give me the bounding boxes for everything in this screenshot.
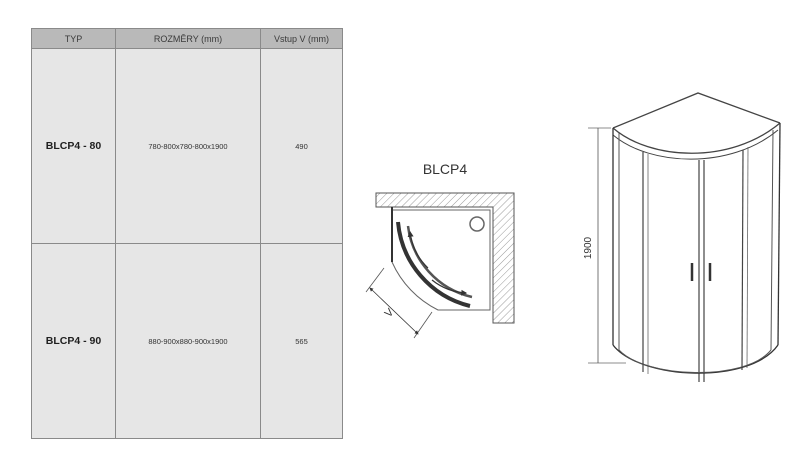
base-outer <box>612 344 779 374</box>
roof-rim-outer <box>612 122 781 154</box>
frame-right-inner <box>770 129 774 351</box>
entry-label: V <box>383 306 397 320</box>
dimension-ext-1 <box>365 267 385 293</box>
base-inner <box>618 349 772 373</box>
cell-entry: 490 <box>260 48 343 244</box>
dimension-ext-2 <box>413 311 433 339</box>
spec-table: TYP ROZMĚRY (mm) Vstup V (mm) BLCP4 - 80… <box>31 28 343 439</box>
elevation-drawing: 1900 <box>583 92 781 382</box>
header-typ: TYP <box>31 28 116 49</box>
plan-title: BLCP4 <box>423 161 468 177</box>
cell-dimensions: 880-900x880-900x1900 <box>115 243 261 439</box>
floor-plan-drawing: BLCP4 V <box>365 161 515 339</box>
dimension-line-v <box>369 287 419 335</box>
frame-right-outer <box>777 122 781 346</box>
cell-typ: BLCP4 - 90 <box>31 243 116 439</box>
drain-icon <box>469 216 485 232</box>
door-arrow-upper <box>407 230 429 269</box>
table-header-row: TYP ROZMĚRY (mm) Vstup V (mm) <box>31 28 343 49</box>
panel-edge-5 <box>741 149 744 371</box>
door-arrow-lower <box>431 279 468 296</box>
roof-top <box>612 92 781 129</box>
cell-entry: 565 <box>260 243 343 439</box>
header-entry: Vstup V (mm) <box>260 28 343 49</box>
table-row: BLCP4 - 90 880-900x880-900x1900 565 <box>31 243 343 439</box>
roof-rim-inner <box>612 129 779 160</box>
door-outer-arc <box>396 221 471 308</box>
header-dimensions: ROZMĚRY (mm) <box>115 28 261 49</box>
height-label: 1900 <box>583 236 594 259</box>
cell-dimensions: 780-800x780-800x1900 <box>115 48 261 244</box>
panel-edge-6 <box>746 146 749 369</box>
cell-typ: BLCP4 - 80 <box>31 48 116 244</box>
table-row: BLCP4 - 80 780-800x780-800x1900 490 <box>31 48 343 244</box>
